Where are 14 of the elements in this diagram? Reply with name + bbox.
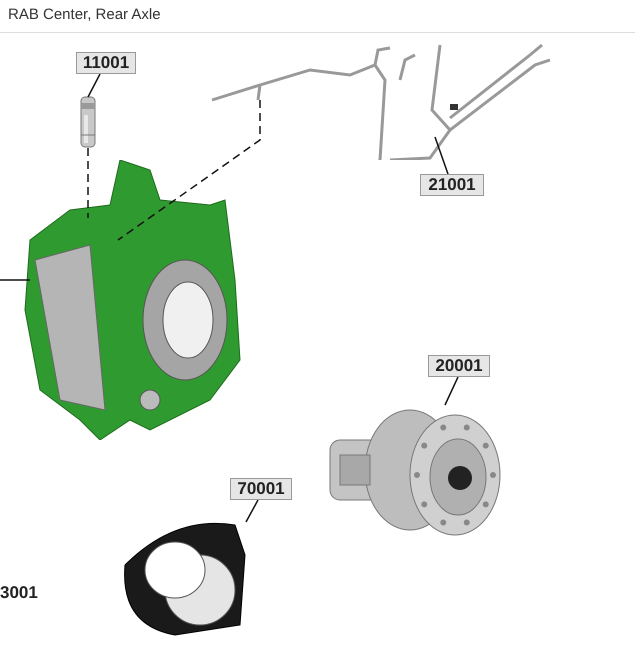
leader-line [0, 279, 30, 281]
leader-line [245, 500, 259, 522]
pin-drawing [78, 95, 98, 150]
callout-number: 70001 [230, 478, 292, 500]
callout-number: 21001 [420, 174, 484, 196]
callout-number: 20001 [428, 355, 490, 377]
dashed-assembly-line [118, 100, 261, 241]
leader-line [87, 74, 101, 98]
page-title: RAB Center, Rear Axle [8, 6, 161, 23]
leader-line [444, 376, 459, 406]
leader-line [434, 136, 449, 174]
callout-number: 3001 [0, 583, 38, 603]
callout-number: 11001 [76, 52, 136, 74]
dashed-assembly-line [87, 148, 89, 218]
